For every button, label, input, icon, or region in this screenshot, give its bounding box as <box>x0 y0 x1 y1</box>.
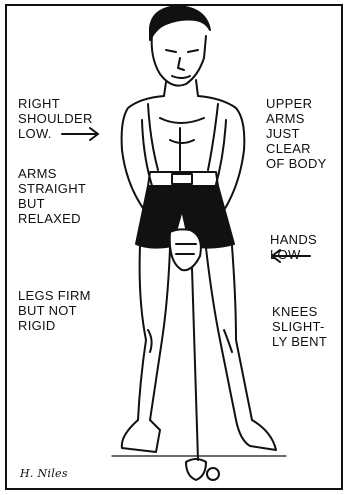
annotation-line: JUST <box>266 126 327 141</box>
annotation-line: LOW <box>270 247 317 262</box>
annotation-knees: KNEES SLIGHT- LY BENT <box>272 304 327 349</box>
annotation-line: SHOULDER <box>18 111 93 126</box>
annotation-line: LOW. <box>18 126 93 141</box>
annotation-line: STRAIGHT <box>18 181 86 196</box>
annotation-line: RELAXED <box>18 211 86 226</box>
annotation-line: UPPER <box>266 96 327 111</box>
annotation-line: RIGID <box>18 318 91 333</box>
annotation-arms: ARMS STRAIGHT BUT RELAXED <box>18 166 86 226</box>
annotation-line: BUT <box>18 196 86 211</box>
annotation-line: BUT NOT <box>18 303 91 318</box>
annotation-line: SLIGHT- <box>272 319 327 334</box>
artist-signature: H. Niles <box>20 466 68 481</box>
annotation-legs: LEGS FIRM BUT NOT RIGID <box>18 288 91 333</box>
annotation-line: CLEAR <box>266 141 327 156</box>
annotation-line: KNEES <box>272 304 327 319</box>
annotation-line: LY BENT <box>272 334 327 349</box>
annotation-line: RIGHT <box>18 96 93 111</box>
annotation-hands: HANDS LOW <box>270 232 317 262</box>
annotation-line: OF BODY <box>266 156 327 171</box>
annotation-right-shoulder: RIGHT SHOULDER LOW. <box>18 96 93 141</box>
annotation-line: ARMS <box>266 111 327 126</box>
annotation-line: LEGS FIRM <box>18 288 91 303</box>
annotation-upper-arms: UPPER ARMS JUST CLEAR OF BODY <box>266 96 327 171</box>
annotation-line: HANDS <box>270 232 317 247</box>
annotation-line: ARMS <box>18 166 86 181</box>
